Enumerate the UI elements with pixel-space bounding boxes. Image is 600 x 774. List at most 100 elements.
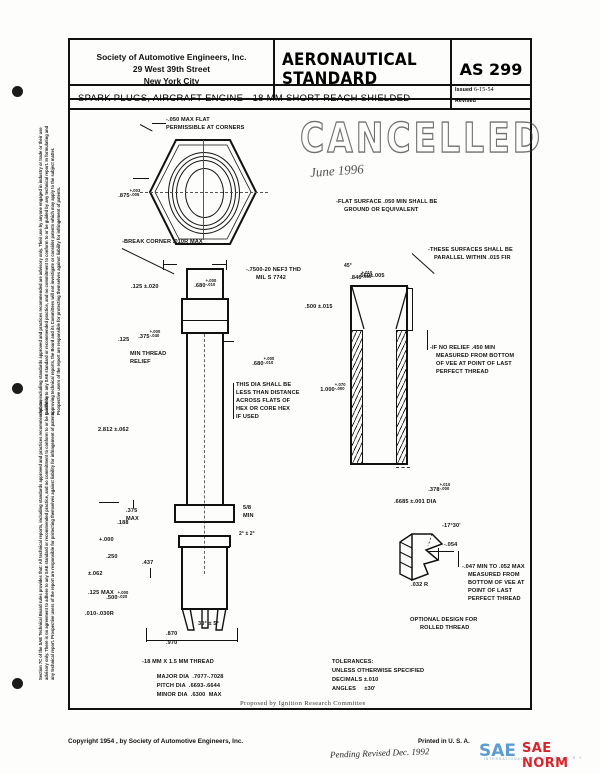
thread-spec-row-2: MINOR DIA .6300 MAX [150, 687, 222, 705]
standard-number-cell: AS 299 [452, 40, 530, 98]
standard-type-label: AERONAUTICAL STANDARD [282, 50, 417, 88]
min-thread-relief-2: RELIEF [130, 359, 151, 365]
page-title: SPARK PLUGS, AIRCRAFT ENGINE - 18 MM SHO… [78, 91, 411, 103]
flat-max-note-line1: -.050 MAX FLAT [166, 117, 210, 123]
punch-hole-bottom [12, 678, 23, 689]
tolerances-line-2: ANGLES ±30' [332, 686, 376, 692]
dim-870-ext-right [237, 628, 238, 642]
revised-row: Revised [455, 98, 527, 104]
dim-870-ext-left [146, 628, 147, 642]
gasket-seat-left [178, 535, 180, 547]
dim-560: .560±.005 [352, 268, 385, 286]
break-corner-note: -BREAK CORNER .010R MAX [122, 239, 203, 245]
subtitle-block: SPARK PLUGS, AIRCRAFT ENGINE - 18 MM SHO… [68, 84, 532, 110]
rolled-thread-profile [399, 533, 444, 582]
thread-zone-right [226, 546, 228, 610]
issued-row: Issued 6-15-54 [455, 87, 527, 93]
shield-body-seam [181, 320, 229, 321]
svg-text:SAE: SAE [479, 741, 516, 760]
dim-875-value: .875 [118, 192, 130, 199]
thread-detail-note-4: POINT OF LAST [468, 588, 513, 594]
dim-680-low: .680+.000-.010 [234, 336, 274, 387]
shield-body-left [181, 298, 183, 334]
thread-spec-row-1: PITCH DIA .6693-.6644 [150, 678, 220, 696]
dia-note-2: LESS THAN DISTANCE [236, 390, 300, 396]
shank-top-left-edge [186, 268, 188, 298]
relief-note-4: PERFECT THREAD [436, 369, 489, 375]
dim-560-value: .560 [358, 272, 371, 279]
thread-spec-mil: MIL S 7742 [256, 275, 287, 281]
pending-revised-handwritten: Pending Revised Dec. 1992 [329, 746, 430, 760]
thread-detail-054-ext [438, 548, 439, 560]
society-line-1: Society of Automotive Engineers, Inc. [96, 51, 247, 62]
thread-detail-caption-2: ROLLED THREAD [420, 625, 470, 631]
dim-378-minus: -.000 [439, 485, 450, 491]
dim-875-extension [133, 178, 149, 179]
dim-875-tol-plus: +.003 [129, 187, 141, 193]
dim-378-value: .378 [428, 486, 440, 493]
dim-500: .500+.000-.020 [88, 570, 128, 621]
hex-outer-circle [168, 152, 240, 234]
sae-logo-icon: SAE [479, 741, 516, 760]
thread-spec-nef3: -.7500-20 NEF3 THD [246, 267, 302, 273]
dia-note-5: IF USED [236, 414, 259, 420]
leader-line-flatmax [152, 123, 166, 124]
dim-188-value: .188 [117, 519, 129, 526]
revision-cell: Issued 6-15-54 Revised [452, 86, 530, 108]
dim-125-020: .125 ±.020 [131, 284, 159, 290]
punch-hole-mid [12, 383, 23, 394]
dia-note-3: ACROSS FLATS OF [236, 398, 291, 404]
section-bottom [350, 463, 408, 465]
drawing-frame [68, 110, 532, 710]
thread-spec-label-2: MINOR DIA [156, 691, 188, 698]
barrel-centerline [204, 334, 205, 574]
hex-centerline-vertical [203, 140, 204, 240]
thread-spec-value-1: .6693-.6644 [188, 682, 221, 689]
dim-875-label: .875+.003-.005 [100, 168, 140, 219]
hex-bore-circle [185, 168, 224, 218]
section-left-wall [350, 285, 352, 465]
dim-375-max: .375 [126, 508, 138, 514]
barrel-left-edge [186, 334, 188, 504]
thread-detail-054-line [428, 551, 454, 552]
thread-detail-angle: -17°30' [442, 523, 461, 529]
section-shoulder-rib-left [407, 288, 413, 290]
relief-note-2: MEASURED FROM BOTTOM [436, 353, 515, 359]
sidebar-legal-lower: Section 7C of the SAE Technical Board ru… [38, 395, 56, 680]
dim-375-max-arrow [133, 500, 134, 508]
dim-437: .437 [142, 560, 154, 566]
dim-010-030R: .010-.030R [85, 611, 114, 617]
dim-870: .870 [166, 631, 178, 637]
angle-2deg: 2° ± 2° [239, 531, 255, 537]
cancelled-stamp: CANCELLED [299, 112, 544, 162]
barrel-right-edge [222, 334, 224, 504]
tolerances-line-0: UNLESS OTHERWISE SPECIFIED [332, 668, 425, 674]
dim-680-top-ext-left [163, 260, 164, 270]
dim-5-8: 5/8 [243, 505, 252, 511]
thread-detail-note-2: MEASURED FROM [468, 572, 520, 578]
dim-840-minus: -.000 [361, 273, 372, 279]
section-hatch-left [351, 330, 363, 464]
thread-detail-note-leader [458, 551, 459, 567]
tolerances-line-1: DECIMALS ±.010 [332, 677, 379, 683]
dim-680-low-plus: +.000 [263, 355, 275, 361]
sidebar-legal-upper: reports, including standards approved an… [38, 125, 62, 415]
section-chamfer [351, 286, 409, 330]
dim-125: .125 [118, 337, 130, 343]
relief-note-3: OF VEE AT POINT OF LAST [436, 361, 512, 367]
gasket-seat-right [229, 535, 231, 547]
standard-number-label: AS 299 [459, 59, 523, 79]
section-hatch-right [396, 330, 408, 464]
dia-note-4: HEX OR CORE HEX [236, 406, 291, 412]
dim-680-low-leader [222, 341, 234, 342]
issued-date: 6-15-54 [473, 87, 494, 93]
dia-note-bracket [233, 383, 234, 419]
document-title-cell: SPARK PLUGS, AIRCRAFT ENGINE - 18 MM SHO… [70, 86, 452, 108]
dim-375-value: .375 [138, 333, 150, 340]
gasket-seat-top [178, 535, 230, 537]
dia-note-1: THIS DIA SHALL BE [236, 382, 292, 388]
parallel-note-1: -THESE SURFACES SHALL BE [428, 247, 513, 253]
dim-500-minus: -.020 [117, 593, 128, 599]
thread-zone-bottom [181, 608, 228, 610]
